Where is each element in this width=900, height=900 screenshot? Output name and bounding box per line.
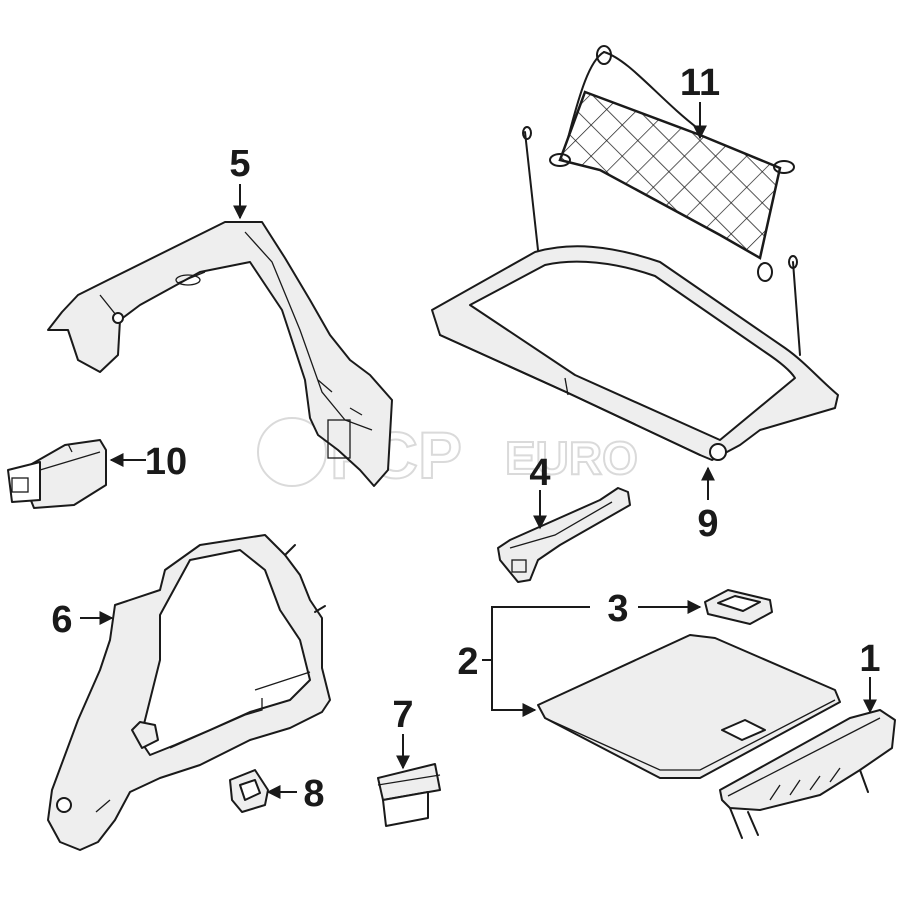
- callout-1: 1: [859, 638, 880, 680]
- leader-lines: [80, 102, 877, 799]
- callout-10: 10: [145, 441, 187, 483]
- watermark-suffix: EURO: [505, 432, 638, 484]
- leader-2: [491, 606, 590, 717]
- part-7-clip: [377, 763, 441, 827]
- callout-3: 3: [607, 588, 628, 630]
- part-8-grommet: [229, 769, 269, 813]
- part-6-quarter-trim-lower: [47, 534, 331, 851]
- callout-8: 8: [303, 773, 324, 815]
- part-2-load-floor: [537, 634, 841, 779]
- part-9-cargo-cover: [431, 245, 839, 461]
- part-10-bracket: [7, 439, 107, 509]
- callout-11: 11: [680, 62, 720, 104]
- callout-4: 4: [529, 452, 550, 494]
- watermark: FCP EURO: [257, 417, 639, 493]
- callout-2: 2: [457, 641, 478, 683]
- part-3-pad: [704, 589, 773, 625]
- callout-6: 6: [51, 599, 72, 641]
- part-5-quarter-trim-upper: [47, 221, 393, 487]
- callout-9: 9: [697, 503, 718, 545]
- callout-7: 7: [392, 694, 413, 736]
- callout-5: 5: [229, 143, 250, 185]
- part-4-strip: [497, 487, 631, 583]
- part-11-cargo-net: [522, 45, 801, 356]
- callouts: 5 11 9 10 4 6 3 2 1 7 8: [51, 62, 880, 815]
